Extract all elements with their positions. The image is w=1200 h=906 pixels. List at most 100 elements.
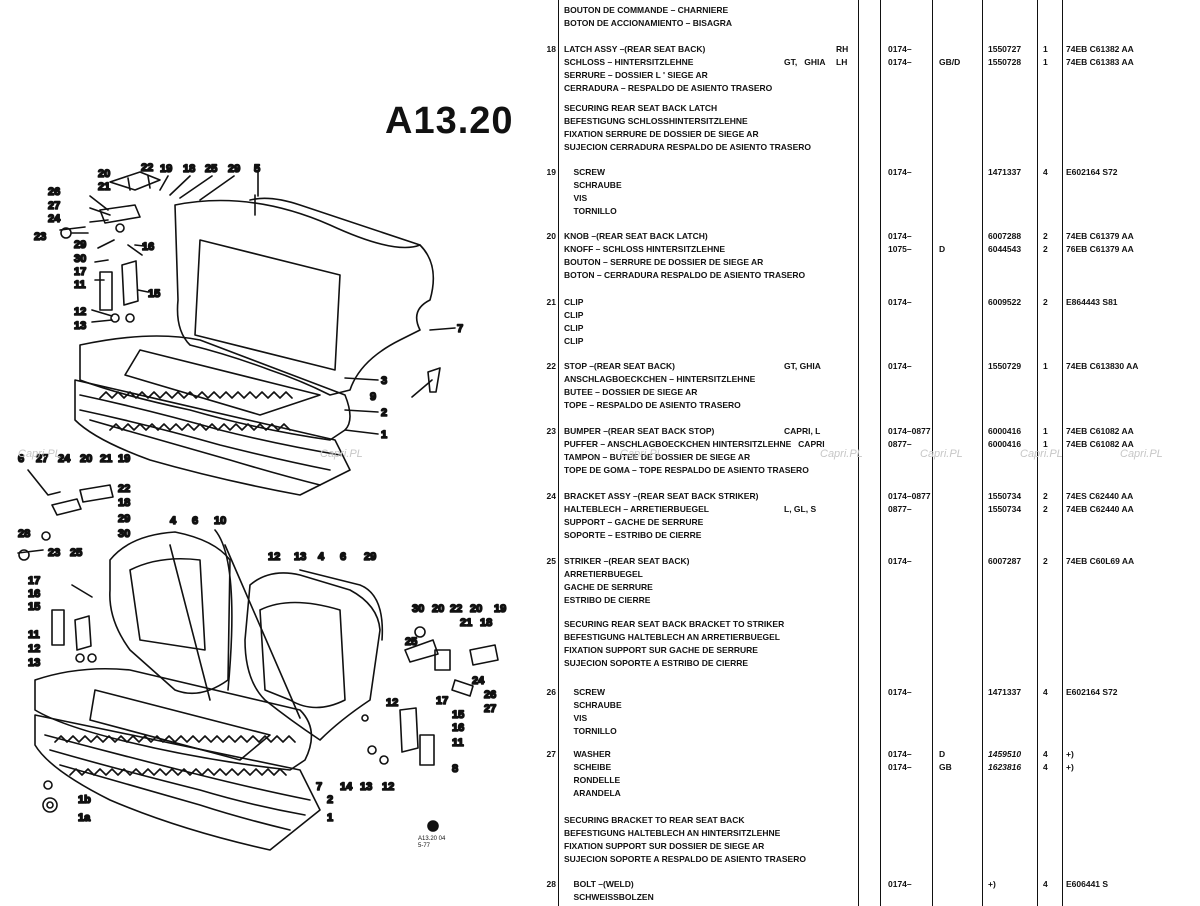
callout-label: 16 — [28, 588, 40, 600]
cell-year: 0174–0877 0877– — [888, 425, 931, 451]
callout-label: 29 — [118, 513, 130, 525]
cell-year: 0174– — [888, 296, 912, 309]
callout-label: 22 — [450, 603, 462, 615]
item-description: BOLT –(WELD) SCHWEISSBOLZEN — [564, 878, 653, 904]
description-line: FIXATION SUPPORT SUR GACHE DE SERRURE — [564, 645, 758, 655]
callout-label: 13 — [360, 781, 372, 793]
callout-label: 1b — [78, 794, 91, 806]
callout-label: 13 — [74, 320, 86, 332]
drawing-reference: A13.20 04 5-77 — [418, 836, 445, 850]
item-number: 19 — [546, 167, 556, 177]
year-value: 0174–0877 — [888, 426, 931, 436]
callout-label: 8 — [452, 763, 458, 775]
description-line: TAMPON – BUTEE DE DOSSIER DE SIEGE AR — [564, 452, 751, 462]
ctry-value — [939, 43, 960, 56]
callout-label: 29 — [364, 551, 376, 563]
year-value: 0174– — [888, 879, 912, 889]
description-line: SCREW — [564, 687, 606, 697]
item-number: 28 — [546, 879, 556, 889]
column-divider — [982, 0, 983, 906]
item-number: 27 — [546, 749, 556, 759]
cell-year: 0174– — [888, 686, 912, 699]
watermark: Capri.PL — [320, 448, 363, 460]
eng-value: E602164 S72 — [1066, 167, 1118, 177]
description-line: SUJECION SOPORTE A RESPALDO DE ASIENTO T… — [564, 854, 806, 864]
description-line: SCREW — [564, 167, 606, 177]
code-value: GT, GHIA — [784, 361, 821, 371]
callout-label: 21 — [100, 453, 112, 465]
description-line: PUFFER – ANSCHLAGBOECKCHEN HINTERSITZLEH… — [564, 439, 792, 449]
cell-part: 6007287 — [988, 555, 1021, 568]
callout-label: 19 — [494, 603, 506, 615]
qty-value: 1 — [1043, 439, 1048, 449]
cell-year: 0174– — [888, 166, 912, 179]
cell-part: +) — [988, 878, 996, 891]
callout-label: 12 — [382, 781, 394, 793]
cell-qty: 2 — [1043, 555, 1048, 568]
description-line: SCHRAUBE — [564, 180, 622, 190]
qty-value: 2 — [1043, 504, 1048, 514]
callout-label: 10 — [214, 515, 226, 527]
eng-value: E602164 S72 — [1066, 687, 1118, 697]
ctry-value: GB/D — [939, 57, 961, 67]
callout-label: 4 — [170, 515, 177, 527]
description-line: CLIP — [564, 310, 584, 320]
qty-value: 4 — [1043, 687, 1048, 697]
watermark: Capri.PL — [1120, 448, 1163, 460]
description-line: CERRADURA – RESPALDO DE ASIENTO TRASERO — [564, 83, 773, 93]
cell-ctry: D — [939, 230, 945, 256]
callout-label: 29 — [228, 163, 240, 175]
callout-label: 17 — [436, 695, 448, 707]
callout-label: 26 — [48, 186, 60, 198]
item-number: 24 — [546, 491, 556, 501]
callout-label: 12 — [268, 551, 280, 563]
qty-value: 2 — [1043, 297, 1048, 307]
callout-label: 6 — [340, 551, 346, 563]
description-line: BUMPER –(REAR SEAT BACK STOP) — [564, 426, 715, 436]
description-line: STOP –(REAR SEAT BACK) — [564, 361, 675, 371]
callout-label: 27 — [484, 703, 496, 715]
description-line: SECURING BRACKET TO REAR SEAT BACK — [564, 815, 745, 825]
callout-label: 13 — [294, 551, 306, 563]
watermark: Capri.PL — [1020, 448, 1063, 460]
year-value: 0174– — [888, 44, 912, 54]
description-line: ARANDELA — [564, 788, 621, 798]
qty-value: 2 — [1043, 231, 1048, 241]
callout-label: 17 — [28, 575, 40, 587]
ctry-value — [939, 230, 945, 243]
callout-label: 17 — [74, 266, 86, 278]
item-description: SCREW SCHRAUBE VIS TORNILLO — [564, 686, 622, 738]
ctry-value: D — [939, 749, 946, 759]
callout-label: 3 — [381, 375, 387, 387]
part-value: 1471337 — [988, 687, 1022, 697]
callout-label: 2 — [327, 794, 333, 806]
cell-year: 0174– — [888, 555, 912, 568]
item-number: 23 — [546, 426, 556, 436]
description-line: VIS — [564, 193, 588, 203]
callout-label: 15 — [28, 601, 40, 613]
cell-qty: 4 — [1043, 878, 1048, 891]
cell-qty: 4 — [1043, 686, 1048, 699]
callout-label: 21 — [98, 181, 110, 193]
callout-label: 12 — [74, 306, 86, 318]
part-value: 6000416 — [988, 439, 1022, 449]
item-number: 26 — [546, 687, 556, 697]
callout-label: 29 — [74, 239, 86, 251]
cell-year: 0174–1075– — [888, 230, 912, 256]
year-value: 0877– — [888, 439, 912, 449]
eng-value: 74EB C61082 AA — [1066, 426, 1134, 436]
cell-part: 6009522 — [988, 296, 1021, 309]
qty-value: 4 — [1043, 749, 1048, 759]
description-line: SCHRAUBE — [564, 700, 622, 710]
ctry-value: GB — [939, 762, 952, 772]
callout-label: 16 — [452, 722, 464, 734]
callout-label: 11 — [74, 279, 86, 291]
description-line: BEFESTIGUNG HALTEBLECH AN ARRETIERBUEGEL — [564, 632, 780, 642]
cell-ctry: D GB — [939, 748, 952, 774]
